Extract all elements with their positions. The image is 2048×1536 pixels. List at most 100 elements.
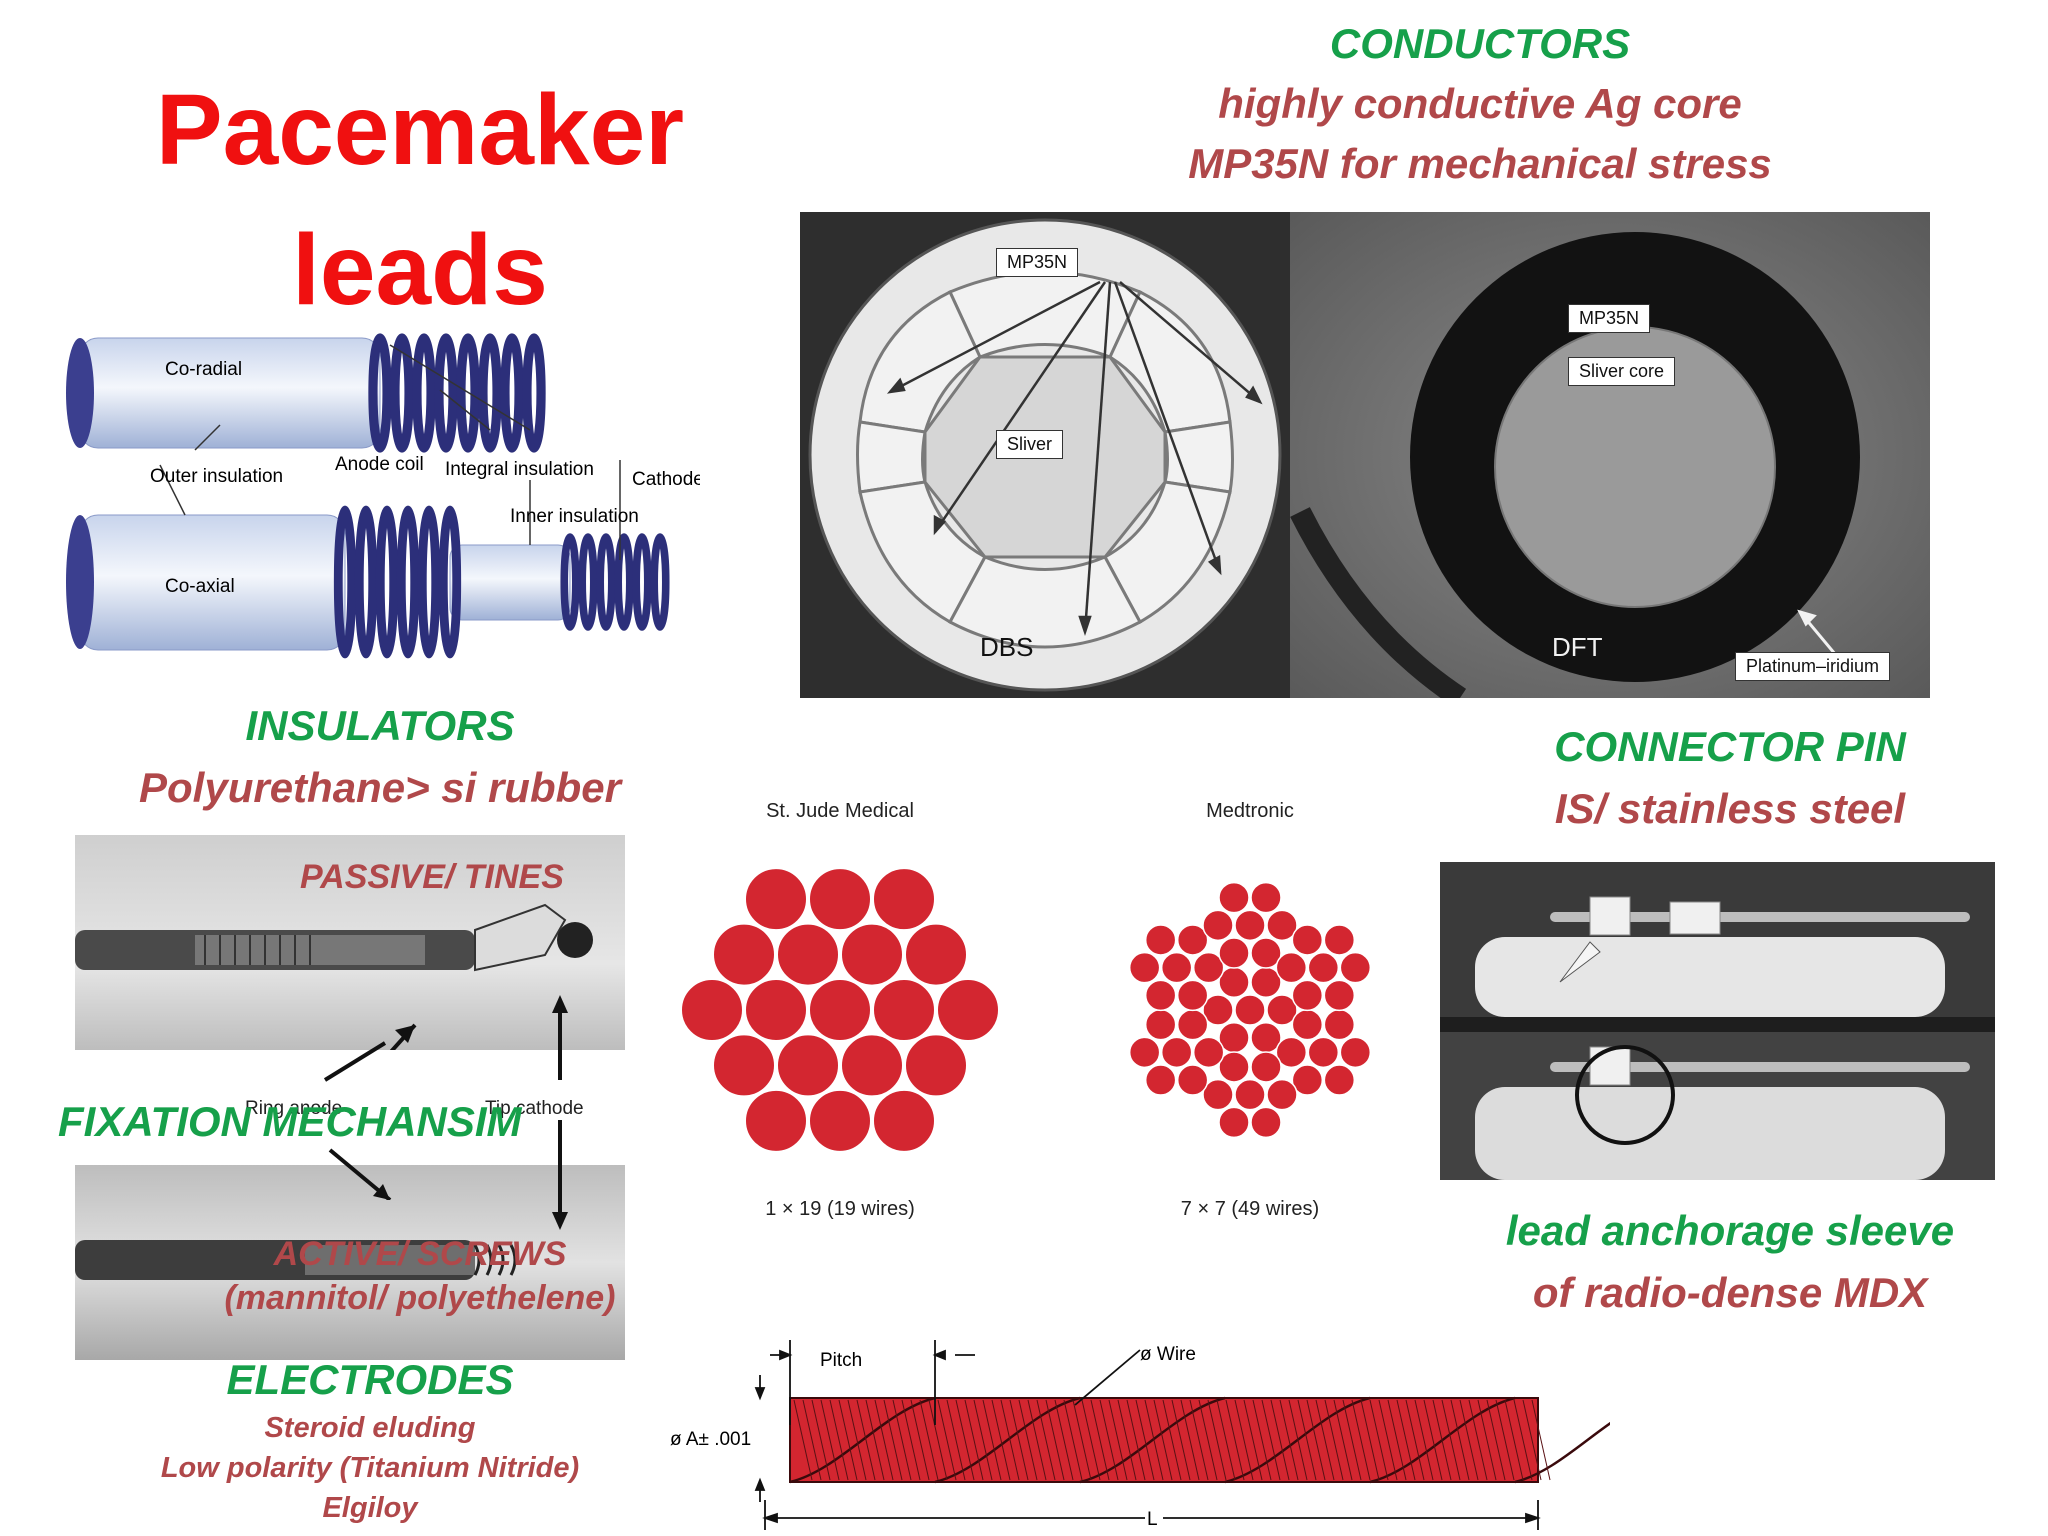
outer-coil-loop [354, 505, 378, 659]
wire-strand [1250, 881, 1282, 914]
outer-coil-loop [333, 505, 357, 659]
platinum-iridium-label: Platinum–iridium [1735, 652, 1891, 681]
cable-hatch [1072, 1399, 1092, 1481]
insulators-heading: INSULATORS [245, 702, 515, 749]
cable-hatch [1252, 1399, 1272, 1481]
cable-hatch [1207, 1399, 1227, 1481]
cable-hatch [829, 1399, 849, 1481]
wire-strand [808, 867, 872, 932]
sleeve-line-1: lead anchorage sleeve [1505, 1207, 1955, 1254]
wire-strand [1176, 924, 1209, 956]
cable-hatch [1108, 1399, 1128, 1481]
passive-tines-label: PASSIVE/ TINES [300, 858, 564, 896]
wire-strand [1176, 1064, 1209, 1096]
cable-hatch [1099, 1399, 1119, 1481]
title-line-1: Pacemaker [155, 74, 685, 186]
wire-strand [744, 867, 808, 932]
cable-hatch [1324, 1399, 1344, 1481]
cable-twist [934, 1396, 1081, 1484]
medtronic-caption: 7 × 7 (49 wires) [1180, 1198, 1320, 1220]
cable-hatch [1009, 1399, 1029, 1481]
cable-hatch [1288, 1399, 1308, 1481]
cable-hatch [1063, 1399, 1083, 1481]
cable-body [789, 1397, 1539, 1483]
wire-strand [744, 1088, 808, 1153]
cable-hatch [901, 1399, 921, 1481]
cable-hatch [1144, 1399, 1164, 1481]
cable-hatch [1351, 1399, 1371, 1481]
wire-strand [712, 1033, 776, 1098]
cable-hatch [910, 1399, 930, 1481]
wire-strand [1307, 951, 1340, 984]
cable-hatch [865, 1399, 885, 1481]
wire-strand [1291, 979, 1324, 1012]
title-line-2: leads [292, 214, 548, 326]
medtronic-label: Medtronic [1206, 800, 1294, 822]
wire-strand [1202, 1078, 1234, 1111]
length-label: L [1147, 1509, 1158, 1530]
page-title: Pacemaker leads [140, 60, 700, 340]
wire-label: ø Wire [1140, 1344, 1196, 1365]
electrodes-heading: ELECTRODES [226, 1356, 514, 1403]
cable-hatch [964, 1399, 984, 1481]
outer-coil-loop [438, 505, 462, 659]
cable-hatch [1225, 1399, 1245, 1481]
outer-coil-loop [417, 505, 441, 659]
anode-coil-loop [390, 333, 414, 453]
fixation-arrows [323, 1040, 562, 1200]
wire-strand [1160, 1036, 1193, 1069]
cable-hatch [1216, 1399, 1236, 1481]
cable-hatch [1189, 1399, 1209, 1481]
wire-strand [1291, 924, 1324, 956]
cable-hatch [1450, 1399, 1470, 1481]
cable-hatch [1045, 1399, 1065, 1481]
cable-hatch [1522, 1399, 1542, 1481]
wire-strand [1323, 979, 1356, 1012]
mp35n-right-label: MP35N [1568, 304, 1651, 333]
wire-strand [1144, 1064, 1177, 1096]
cable-twist [1079, 1396, 1226, 1484]
co-axial-end [66, 515, 94, 649]
cable-hatch [1153, 1399, 1173, 1481]
sliver-core-label: Sliver core [1568, 357, 1676, 386]
anode-coil-graphic [368, 333, 546, 453]
active-screws-label: ACTIVE/ SCREWS [273, 1235, 567, 1273]
wire-strand [1192, 1036, 1225, 1069]
wire-strand [1339, 951, 1372, 984]
anode-coil-loop [478, 333, 502, 453]
coil-diagram: Co-radial Outer insulation Anode coil In… [66, 333, 700, 659]
cable-hatch [1126, 1399, 1146, 1481]
tip-cathode-label: Tip cathode [485, 1098, 584, 1119]
cable-hatch [1162, 1399, 1182, 1481]
wire-strand [808, 978, 872, 1042]
cable-hatch [1270, 1399, 1290, 1481]
wire-strand [1323, 1064, 1356, 1096]
cable-hatch [1477, 1399, 1497, 1481]
mp35n-left-label: MP35N [996, 248, 1079, 277]
active-screws-caption: ACTIVE/ SCREWS (mannitol/ polyethelene) [200, 1232, 640, 1320]
inner-insulation-tube [449, 544, 571, 621]
cable-hatch [1396, 1399, 1416, 1481]
cable-hatch [1243, 1399, 1263, 1481]
co-radial-label: Co-radial [165, 359, 242, 380]
sleeve-caption: lead anchorage sleeve of radio-dense MDX [1440, 1200, 2020, 1324]
wire-strand [1307, 1036, 1340, 1069]
cable-hatch [847, 1399, 867, 1481]
cable-hatch [883, 1399, 903, 1481]
cable-hatch [1018, 1399, 1038, 1481]
co-radial-tube [79, 337, 381, 449]
wire-strand [1218, 881, 1250, 914]
cable-hatch [928, 1399, 948, 1481]
cable-hatch [1531, 1399, 1551, 1481]
sleeve-line-2: of radio-dense MDX [1532, 1269, 1928, 1316]
wire-strand [1218, 937, 1250, 969]
electrodes-line-2: Low polarity (Titanium Nitride) [160, 1452, 580, 1484]
conductors-caption: CONDUCTORS highly conductive Ag core MP3… [1080, 14, 1880, 194]
cable-hatch [919, 1399, 939, 1481]
st-jude-caption: 1 × 19 (19 wires) [765, 1198, 915, 1220]
insulators-line-1: Polyurethane> si rubber [139, 764, 621, 811]
pitch-label: Pitch [820, 1350, 862, 1371]
connector-line-1: IS/ stainless steel [1554, 785, 1906, 832]
cable-twist [789, 1396, 936, 1484]
dbs-label: DBS [980, 632, 1034, 662]
